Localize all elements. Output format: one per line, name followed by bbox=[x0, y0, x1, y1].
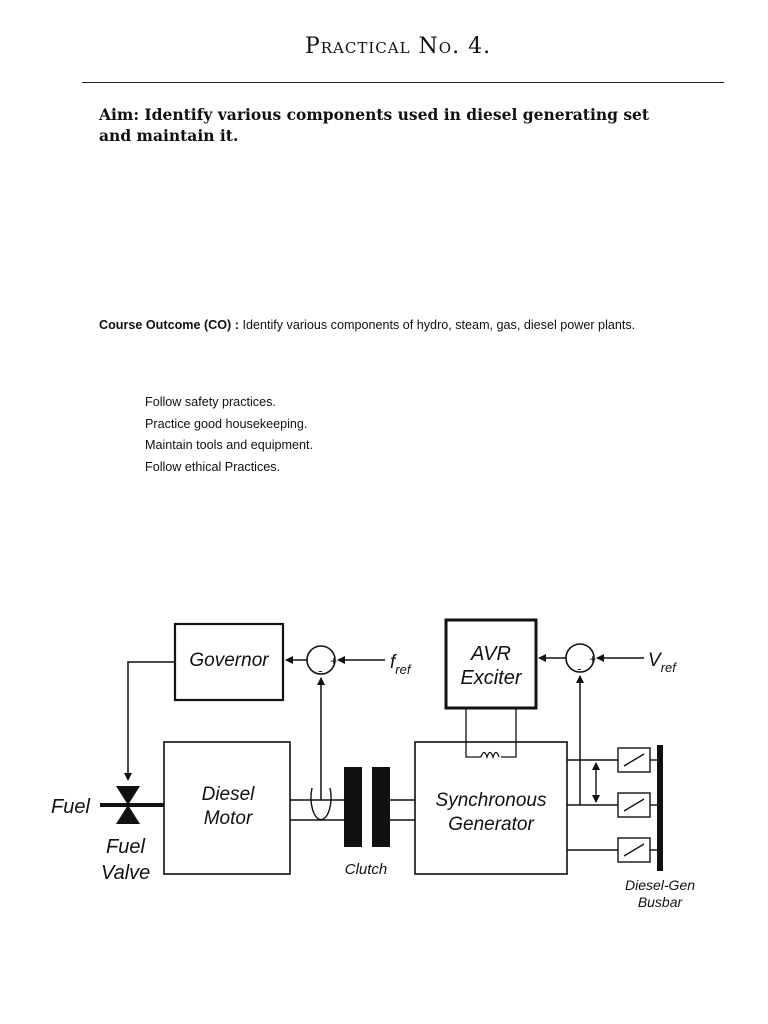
fuel-valve-icon bbox=[116, 786, 140, 824]
title-divider bbox=[82, 82, 724, 83]
page-title: Practical No. 4. bbox=[304, 34, 492, 59]
clutch-icon bbox=[344, 767, 390, 847]
vref-subscript: ref bbox=[661, 660, 678, 675]
field-lead bbox=[501, 708, 517, 758]
fref-symbol: f bbox=[390, 652, 397, 673]
avr-label-line1: AVR bbox=[470, 643, 511, 665]
voltage-summing-junction: + - bbox=[565, 643, 596, 676]
diesel-motor-block: Diesel Motor bbox=[163, 741, 291, 875]
diesel-label-line2: Motor bbox=[204, 808, 253, 829]
avr-label-line2: Exciter bbox=[460, 667, 522, 689]
frequency-summing-junction: + - bbox=[306, 645, 337, 678]
practices-list: Follow safety practices. Practice good h… bbox=[145, 392, 313, 479]
minus-sign: - bbox=[318, 663, 323, 678]
fref-subscript: ref bbox=[395, 662, 412, 677]
practice-item: Maintain tools and equipment. bbox=[145, 438, 314, 453]
busbar bbox=[657, 745, 663, 871]
course-outcome-text: Identify various components of hydro, st… bbox=[238, 318, 636, 332]
governor-to-valve-arrow bbox=[124, 661, 175, 781]
busbar-label-line1: Diesel-Gen bbox=[625, 877, 695, 893]
breaker-icon bbox=[617, 837, 651, 863]
minus-sign: - bbox=[577, 661, 582, 676]
breaker-icon bbox=[617, 747, 651, 773]
governor-label: Governor bbox=[189, 650, 269, 671]
aim-text: Aim: Identify various components used in… bbox=[99, 105, 650, 145]
busbar-label-line2: Busbar bbox=[638, 894, 684, 910]
plus-sign: + bbox=[330, 654, 337, 668]
vref-label: Vref bbox=[648, 650, 677, 675]
fref-label: fref bbox=[390, 652, 412, 677]
breaker-icon bbox=[617, 792, 651, 818]
governor-block: Governor bbox=[173, 622, 285, 702]
field-lead bbox=[465, 708, 481, 758]
course-outcome: Course Outcome (CO) : Identify various c… bbox=[99, 318, 739, 332]
practice-item: Practice good housekeeping. bbox=[145, 416, 308, 431]
practice-item: Follow safety practices. bbox=[145, 395, 276, 409]
plus-sign: + bbox=[589, 652, 596, 666]
diesel-label-line1: Diesel bbox=[202, 784, 256, 805]
practice-item: Follow ethical Practices. bbox=[145, 460, 281, 475]
generator-label-line2: Generator bbox=[448, 814, 534, 835]
course-outcome-label: Course Outcome (CO) : bbox=[99, 318, 239, 332]
diesel-generator-block-diagram: Governor + - fref Fuel Fuel Valve Diesel… bbox=[51, 618, 695, 910]
fuel-valve-label-line2: Valve bbox=[101, 862, 150, 884]
vref-symbol: V bbox=[648, 650, 663, 671]
generator-label-line1: Synchronous bbox=[436, 790, 547, 811]
field-coil-icon bbox=[480, 751, 500, 760]
fuel-valve-label-line1: Fuel bbox=[106, 836, 145, 858]
synchronous-generator-block: Synchronous Generator bbox=[414, 741, 568, 875]
clutch-label: Clutch bbox=[345, 861, 388, 878]
avr-exciter-block: AVR Exciter bbox=[444, 618, 538, 710]
fuel-label: Fuel bbox=[51, 796, 90, 818]
